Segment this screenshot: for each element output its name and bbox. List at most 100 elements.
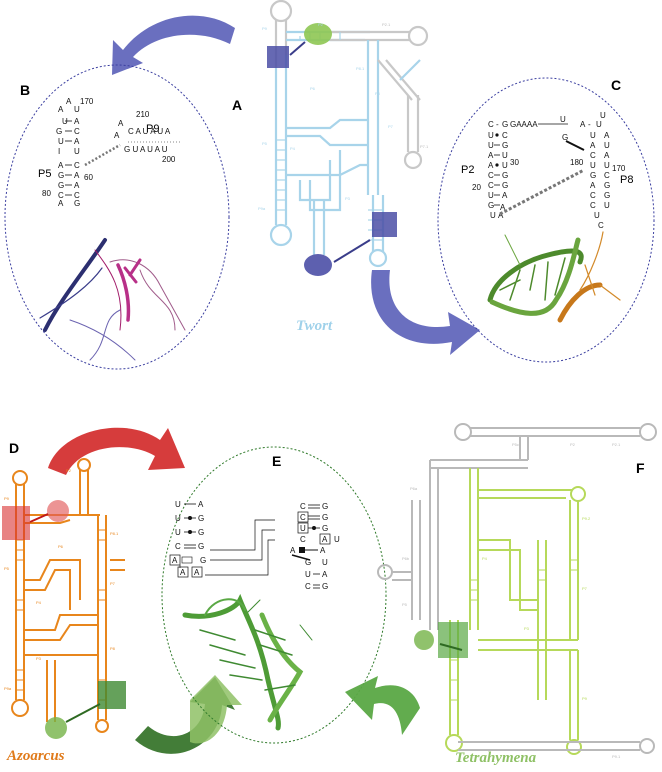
svg-text:C: C bbox=[74, 127, 80, 136]
svg-text:U: U bbox=[488, 191, 494, 200]
svg-text:-: - bbox=[496, 120, 499, 129]
svg-text:P4: P4 bbox=[482, 556, 488, 561]
svg-text:A: A bbox=[114, 131, 120, 140]
svg-text:U: U bbox=[594, 211, 600, 220]
twort-label: Twort bbox=[296, 318, 333, 334]
svg-text:P9: P9 bbox=[262, 26, 268, 31]
svg-text:U: U bbox=[596, 120, 602, 129]
svg-text:30: 30 bbox=[510, 158, 519, 167]
svg-text:U: U bbox=[488, 141, 494, 150]
svg-text:U: U bbox=[305, 570, 311, 579]
svg-text:A: A bbox=[66, 97, 72, 106]
panel-c-sequence: C - G GAAAA U A - U U G U U A A C C U G … bbox=[461, 111, 633, 230]
svg-text:A: A bbox=[74, 137, 80, 146]
azoarcus-p2-highlight-circle bbox=[45, 717, 67, 739]
svg-text:C: C bbox=[488, 181, 494, 190]
svg-text:C: C bbox=[175, 542, 181, 551]
svg-text:U: U bbox=[62, 117, 68, 126]
svg-text:A: A bbox=[604, 151, 610, 160]
svg-text:G: G bbox=[56, 127, 62, 136]
svg-text:P9: P9 bbox=[146, 123, 159, 135]
panel-label-d: D bbox=[9, 440, 19, 456]
svg-text:P8.1: P8.1 bbox=[356, 66, 365, 71]
svg-text:G: G bbox=[604, 181, 610, 190]
svg-text:G: G bbox=[590, 171, 596, 180]
svg-text:P8: P8 bbox=[110, 646, 116, 651]
svg-text:210: 210 bbox=[136, 110, 150, 119]
svg-text:P2: P2 bbox=[66, 468, 72, 473]
panel-label-b: B bbox=[20, 82, 30, 98]
panel-b-sequence: A A U G U I A G G C A U A C A U C A A C … bbox=[38, 97, 180, 208]
svg-text:U: U bbox=[322, 558, 328, 567]
svg-text:C: C bbox=[488, 171, 494, 180]
svg-text:G: G bbox=[502, 171, 508, 180]
svg-text:A: A bbox=[322, 535, 328, 544]
svg-text:80: 80 bbox=[42, 189, 51, 198]
svg-text:P9.2: P9.2 bbox=[582, 516, 591, 521]
svg-text:A: A bbox=[590, 141, 596, 150]
azoarcus-label: Azoarcus bbox=[6, 748, 65, 764]
svg-text:G: G bbox=[305, 558, 311, 567]
tetrahymena-label: Tetrahymena bbox=[455, 750, 537, 766]
svg-text:P7.1: P7.1 bbox=[420, 144, 429, 149]
svg-text:P7: P7 bbox=[110, 581, 116, 586]
svg-text:U: U bbox=[175, 500, 181, 509]
panel-c-oval bbox=[437, 77, 655, 363]
svg-text:P4: P4 bbox=[36, 600, 42, 605]
svg-text:A: A bbox=[488, 151, 494, 160]
svg-text:P5: P5 bbox=[262, 141, 268, 146]
svg-text:P9.1: P9.1 bbox=[612, 754, 621, 759]
svg-text:C: C bbox=[305, 582, 311, 591]
svg-text:P6b: P6b bbox=[402, 556, 410, 561]
tetrahymena-secondary-structure bbox=[377, 423, 657, 755]
svg-text:G: G bbox=[200, 556, 206, 565]
svg-text:U: U bbox=[490, 211, 496, 220]
svg-text:I: I bbox=[58, 147, 60, 156]
svg-text:U: U bbox=[600, 111, 606, 120]
svg-text:U: U bbox=[502, 161, 508, 170]
svg-text:C A U A U A: C A U A U A bbox=[128, 127, 171, 136]
tetrahymena-p8-highlight-box bbox=[438, 622, 468, 658]
svg-text:170: 170 bbox=[80, 97, 94, 106]
azoarcus-p5-highlight-circle bbox=[47, 500, 69, 522]
azoarcus-p9-highlight-box bbox=[2, 506, 30, 540]
svg-text:U: U bbox=[560, 115, 566, 124]
svg-text:A: A bbox=[198, 500, 204, 509]
svg-text:G: G bbox=[562, 133, 568, 142]
svg-text:P5: P5 bbox=[402, 602, 408, 607]
svg-text:U: U bbox=[604, 161, 610, 170]
svg-text:P2: P2 bbox=[318, 22, 324, 27]
svg-text:P2: P2 bbox=[461, 164, 474, 176]
svg-text:A: A bbox=[180, 568, 186, 577]
svg-text:P2.1: P2.1 bbox=[612, 442, 621, 447]
azoarcus-to-e-arrow bbox=[48, 427, 185, 475]
svg-text:-: - bbox=[588, 120, 591, 129]
svg-text:G: G bbox=[198, 514, 204, 523]
svg-text:U: U bbox=[175, 528, 181, 537]
svg-text:A: A bbox=[498, 211, 504, 220]
svg-text:P8: P8 bbox=[620, 174, 633, 186]
svg-text:P8.1: P8.1 bbox=[110, 531, 119, 536]
svg-text:A: A bbox=[74, 171, 80, 180]
svg-text:C: C bbox=[488, 120, 494, 129]
panel-b-oval bbox=[4, 64, 230, 370]
svg-text:G: G bbox=[198, 528, 204, 537]
svg-text:60: 60 bbox=[84, 173, 93, 182]
svg-text:P9a: P9a bbox=[258, 206, 266, 211]
svg-text:C: C bbox=[598, 221, 604, 230]
svg-text:P5c: P5c bbox=[512, 442, 519, 447]
svg-text:A: A bbox=[118, 119, 124, 128]
svg-text:A: A bbox=[590, 181, 596, 190]
svg-text:P7: P7 bbox=[582, 586, 588, 591]
svg-text:A: A bbox=[488, 161, 494, 170]
svg-text:P9a: P9a bbox=[4, 686, 12, 691]
svg-text:P3: P3 bbox=[36, 656, 42, 661]
svg-text:U: U bbox=[175, 514, 181, 523]
svg-text:P2.1: P2.1 bbox=[382, 22, 391, 27]
svg-text:GAAAA: GAAAA bbox=[510, 120, 538, 129]
panel-b-3d-model bbox=[39, 238, 186, 361]
svg-text:A: A bbox=[74, 117, 80, 126]
twort-p5-highlight-circle bbox=[304, 23, 332, 45]
svg-text:A: A bbox=[580, 120, 586, 129]
twort-to-c-arrow bbox=[371, 270, 480, 355]
